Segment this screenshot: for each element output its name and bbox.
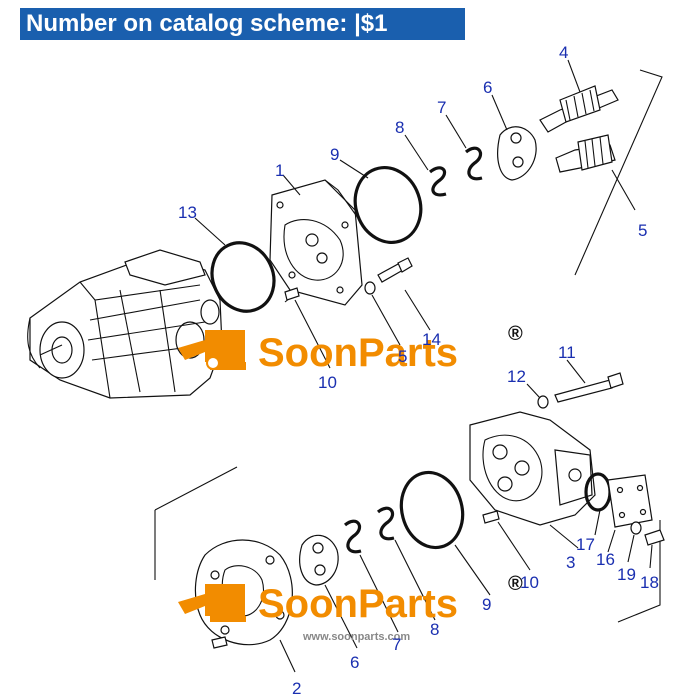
part-6-plate-lower xyxy=(299,534,339,586)
part-4-gear-shaft xyxy=(539,85,619,133)
callout-7-upper: 7 xyxy=(437,98,446,117)
callout-6-lower: 6 xyxy=(350,653,359,672)
watermark-registered-upper: ® xyxy=(508,323,523,345)
part-13-o-ring xyxy=(210,241,276,313)
callout-6-upper: 6 xyxy=(483,78,492,97)
callout-15: 5 xyxy=(398,347,407,366)
part-14-bolt xyxy=(377,257,413,283)
part-18-bolt xyxy=(644,529,665,546)
part-16-cover-plate xyxy=(607,474,653,528)
callout-18: 18 xyxy=(640,573,659,592)
pump-body xyxy=(27,249,223,399)
part-10-pin-lower xyxy=(482,510,500,524)
watermark-brand-upper: SoonParts xyxy=(258,331,458,375)
callout-10-upper: 10 xyxy=(318,373,337,392)
callout-9-lower: 9 xyxy=(482,595,491,614)
callout-9-upper: 9 xyxy=(330,145,339,164)
part-5-gear-shaft xyxy=(555,134,616,173)
watermark-brand-lower: SoonParts xyxy=(258,582,458,626)
callout-8-lower: 8 xyxy=(430,620,439,639)
callout-19: 19 xyxy=(617,565,636,584)
callout-13: 13 xyxy=(178,203,197,222)
callout-17: 17 xyxy=(576,535,595,554)
excavator-icon xyxy=(178,330,246,370)
watermark-logo-lower: SoonParts ® www.soonparts.com xyxy=(178,573,523,643)
callout-10-lower: 10 xyxy=(520,573,539,592)
callout-12: 12 xyxy=(507,367,526,386)
catalog-scheme-title: Number on catalog scheme: |$1 xyxy=(20,8,465,40)
frame-lines xyxy=(154,69,663,623)
part-12-washer xyxy=(537,395,549,409)
part-7-clip-upper xyxy=(464,146,483,181)
callouts: 1 13 9 8 7 6 4 5 14 5 10 11 12 3 17 16 1… xyxy=(178,43,659,698)
excavator-icon xyxy=(178,584,246,622)
part-8-clip-lower xyxy=(376,506,395,541)
part-10-pin-upper xyxy=(284,287,300,301)
part-7-clip-lower xyxy=(343,519,362,554)
part-8-clip-upper xyxy=(428,166,447,197)
callout-1: 1 xyxy=(275,161,284,180)
callout-14: 14 xyxy=(422,330,441,349)
leader-lines xyxy=(194,59,653,673)
callout-11: 11 xyxy=(558,343,576,362)
part-9-o-ring-upper xyxy=(353,166,423,244)
part-9-o-ring-lower xyxy=(399,470,465,550)
callout-3: 3 xyxy=(566,553,575,572)
watermark-registered-lower: ® xyxy=(508,573,523,595)
part-19-washer xyxy=(630,521,642,535)
callout-2: 2 xyxy=(292,679,301,698)
part-6-plate-upper xyxy=(497,126,537,181)
callout-8-upper: 8 xyxy=(395,118,404,137)
callout-7-lower: 7 xyxy=(392,635,401,654)
washer-upper xyxy=(364,281,376,295)
watermark-logo-upper: SoonParts ® xyxy=(178,323,523,375)
callout-16: 16 xyxy=(596,550,615,569)
part-1-plate xyxy=(269,179,363,306)
callout-4: 4 xyxy=(559,43,568,62)
watermark-url: www.soonparts.com xyxy=(302,631,410,643)
callout-5: 5 xyxy=(638,221,647,240)
part-11-bolt xyxy=(554,372,624,403)
part-3-cover-body xyxy=(469,411,596,526)
